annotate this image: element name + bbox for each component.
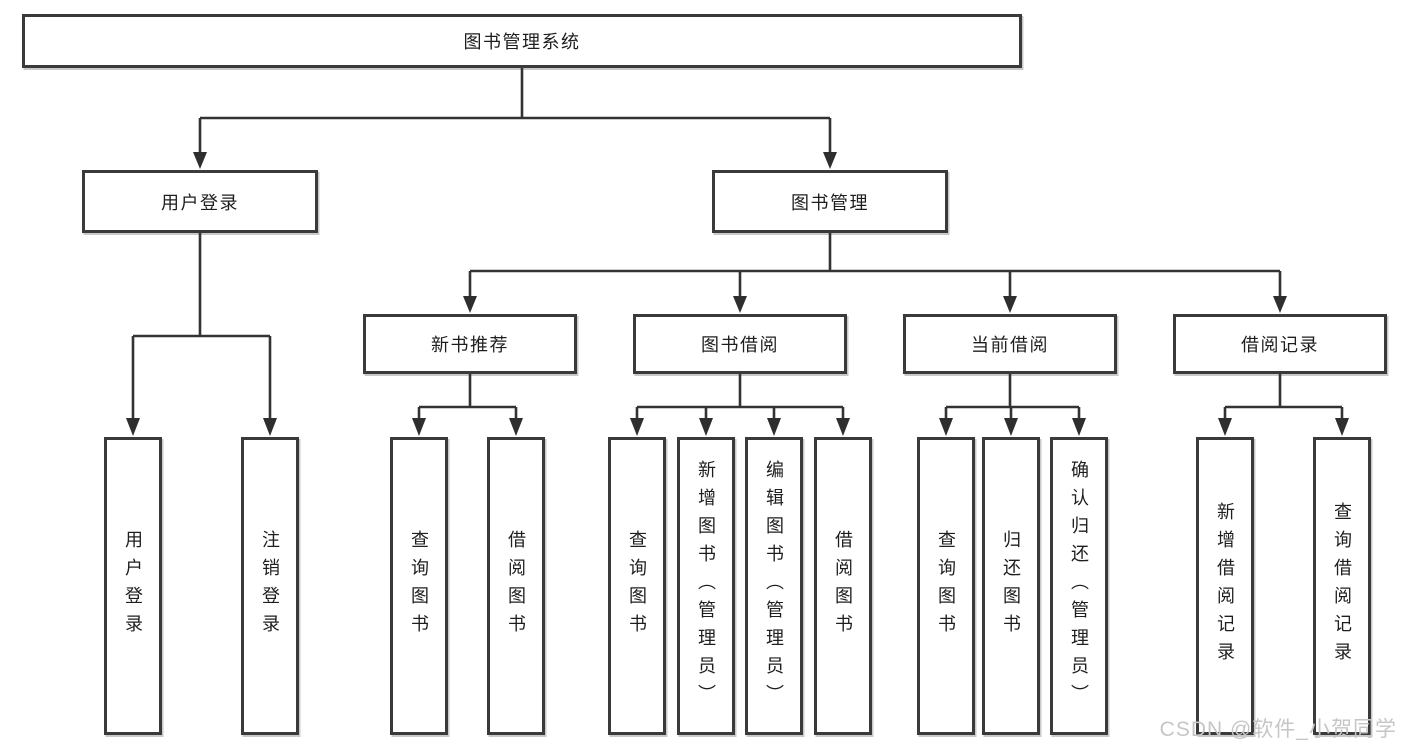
node-leaf-query-books-recommend-label: 查询图书 [409,530,429,642]
connector-user-login-branch [126,233,277,436]
connector-borrowing-records-branch [1218,374,1349,436]
node-leaf-confirm-return-admin: 确认归还（管理员） [1050,437,1108,735]
arrowhead-icon [939,418,953,436]
arrowhead-icon [733,296,747,313]
node-leaf-add-books-admin-label: 新增图书（管理员） [696,460,716,712]
node-leaf-add-books-admin: 新增图书（管理员） [677,437,735,735]
node-leaf-borrow-books-recommend-label: 借阅图书 [506,530,526,642]
node-leaf-borrow-books-recommend: 借阅图书 [487,437,545,735]
node-leaf-query-books-borrowing: 查询图书 [608,437,666,735]
node-root: 图书管理系统 [22,14,1022,68]
node-leaf-edit-books-admin: 编辑图书（管理员） [745,437,803,735]
node-current-borrowing-label: 当前借阅 [971,335,1049,355]
arrowhead-icon [1004,418,1018,436]
arrowhead-icon [1335,418,1349,436]
connector-root-branch [193,68,837,169]
arrowhead-icon [1273,296,1287,313]
arrowhead-icon [1218,418,1232,436]
node-leaf-user-login: 用户登录 [104,437,162,735]
node-leaf-confirm-return-admin-label: 确认归还（管理员） [1069,460,1089,712]
node-user-login-branch-label: 用户登录 [161,192,239,213]
arrowhead-icon [463,296,477,313]
node-leaf-query-books-borrowing-label: 查询图书 [627,530,647,642]
connector-new-book-recommend-branch [412,374,523,436]
arrowhead-icon [1003,296,1017,313]
node-leaf-query-books-current-label: 查询图书 [936,530,956,642]
node-book-management: 图书管理 [712,170,948,233]
node-leaf-logout-login: 注销登录 [241,437,299,735]
node-leaf-edit-books-admin-label: 编辑图书（管理员） [764,460,784,712]
node-leaf-query-books-current: 查询图书 [917,437,975,735]
arrowhead-icon [263,418,277,436]
arrowhead-icon [823,152,837,169]
node-book-borrowing: 图书借阅 [633,314,847,374]
arrowhead-icon [412,418,426,436]
node-leaf-user-login-label: 用户登录 [123,530,143,642]
node-new-book-recommend: 新书推荐 [363,314,577,374]
arrowhead-icon [699,418,713,436]
node-leaf-query-books-recommend: 查询图书 [390,437,448,735]
arrowhead-icon [630,418,644,436]
node-leaf-borrow-books-borrowing: 借阅图书 [814,437,872,735]
node-leaf-return-books: 归还图书 [982,437,1040,735]
arrowhead-icon [509,418,523,436]
node-book-management-label: 图书管理 [791,192,869,213]
node-current-borrowing: 当前借阅 [903,314,1117,374]
node-new-book-recommend-label: 新书推荐 [431,335,509,355]
node-leaf-add-borrow-record-label: 新增借阅记录 [1215,502,1235,670]
node-leaf-query-borrow-record: 查询借阅记录 [1313,437,1371,735]
node-leaf-add-borrow-record: 新增借阅记录 [1196,437,1254,735]
csdn-watermark: CSDN @软件_小贺同学 [1159,718,1397,741]
arrowhead-icon [1072,418,1086,436]
node-leaf-return-books-label: 归还图书 [1001,530,1021,642]
node-borrowing-records: 借阅记录 [1173,314,1387,374]
node-leaf-logout-login-label: 注销登录 [260,530,280,642]
node-borrowing-records-label: 借阅记录 [1241,335,1319,355]
node-leaf-borrow-books-borrowing-label: 借阅图书 [833,530,853,642]
node-user-login-branch: 用户登录 [82,170,318,233]
connector-current-borrowing-branch [939,374,1086,436]
arrowhead-icon [126,418,140,436]
connector-book-borrowing-branch [630,374,850,436]
connector-book-management-branch [463,233,1287,313]
node-leaf-query-borrow-record-label: 查询借阅记录 [1332,502,1352,670]
node-root-label: 图书管理系统 [463,32,581,52]
arrowhead-icon [836,418,850,436]
arrowhead-icon [193,152,207,169]
arrowhead-icon [767,418,781,436]
node-book-borrowing-label: 图书借阅 [701,335,779,355]
